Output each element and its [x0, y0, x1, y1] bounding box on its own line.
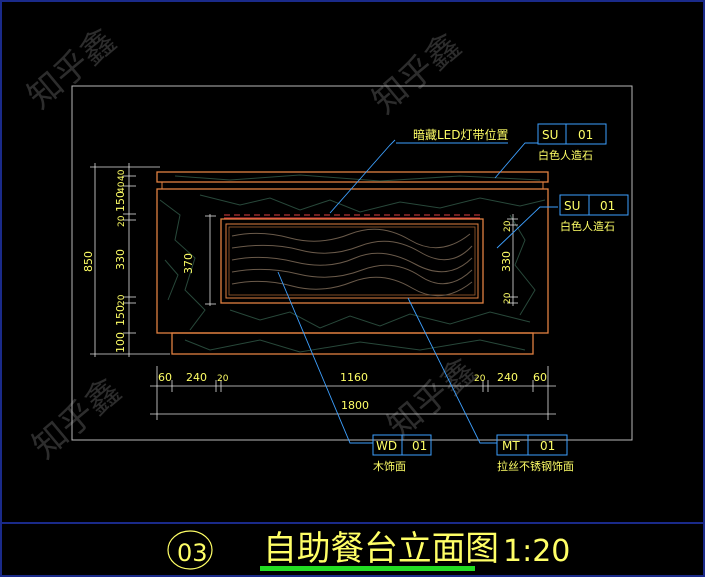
watermark-text: 知乎鑫: [380, 351, 484, 447]
dim-bottom-1160: 1160: [340, 371, 368, 384]
dim-left-20b: 20: [117, 294, 127, 306]
tag-box: [496, 434, 568, 456]
wood-panel: [225, 223, 479, 299]
tag-code: WD: [376, 439, 397, 453]
dim-right-330: 330: [500, 251, 513, 272]
leader-wd: [277, 271, 373, 444]
leader-mt: [407, 297, 497, 444]
tag-box: [537, 123, 607, 145]
title-block: 03 自助餐台立面图 1:20: [167, 529, 570, 571]
dim-bottom-240b: 240: [497, 371, 518, 384]
dim-bottom-60b: 60: [533, 371, 547, 384]
dimension-text: 850 40 40 150 20 330 20 150 100 370 20 3…: [82, 169, 547, 412]
material-tag-su-side: SU 01 白色人造石: [559, 194, 629, 233]
material-tag-su-top: SU 01 白色人造石: [537, 123, 607, 162]
drawing-number: 03: [177, 539, 208, 567]
watermark-text: 知乎鑫: [365, 26, 469, 122]
dim-left-100: 100: [114, 332, 127, 353]
led-strip-label: 暗藏LED灯带位置: [413, 127, 509, 142]
tag-description: 拉丝不锈钢饰面: [497, 459, 574, 473]
inner-panel-frame: [220, 218, 484, 304]
tag-description: 木饰面: [373, 459, 406, 473]
tag-box: [559, 194, 629, 216]
wood-grain-line: [231, 276, 473, 297]
tag-description: 白色人造石: [538, 148, 593, 162]
leader-lines: [277, 139, 558, 444]
dim-bottom-240a: 240: [186, 371, 207, 384]
wood-grain-line: [231, 240, 473, 261]
dim-total-height: 850: [82, 251, 95, 272]
stone-vein: [509, 214, 536, 316]
watermarks: 知乎鑫 知乎鑫 知乎鑫 知乎鑫: [20, 21, 484, 467]
stone-vein: [159, 199, 206, 331]
cabinet-plinth: [171, 332, 534, 355]
dim-bottom-60a: 60: [158, 371, 172, 384]
dim-left-20a: 20: [117, 215, 127, 227]
drawing-title: 自助餐台立面图: [263, 529, 499, 569]
led-strip: [224, 214, 480, 219]
stone-vein: [174, 174, 541, 182]
dim-left-150a: 150: [114, 191, 127, 212]
dim-left-150b: 150: [114, 305, 127, 326]
dim-left-40b: 40: [117, 181, 127, 193]
dim-bottom-20b: 20: [474, 374, 486, 384]
watermark-text: 知乎鑫: [25, 371, 129, 467]
drawing-scale: 1:20: [503, 534, 570, 569]
tag-number: 01: [600, 199, 615, 213]
tag-number: 01: [412, 439, 427, 453]
tag-code: SU: [564, 199, 580, 213]
dim-inner-370: 370: [182, 253, 195, 274]
tag-number: 01: [540, 439, 555, 453]
dim-total-width: 1800: [341, 399, 369, 412]
dim-right-20a: 20: [503, 220, 513, 232]
dim-right-20b: 20: [503, 292, 513, 304]
leader-su-top: [494, 142, 538, 179]
stone-vein: [184, 339, 526, 353]
tag-description: 白色人造石: [560, 219, 615, 233]
cabinet-body: [156, 188, 549, 334]
stone-vein: [229, 309, 531, 329]
leader-led: [329, 139, 396, 214]
tag-code: MT: [502, 439, 520, 453]
wood-grain-line: [231, 228, 471, 249]
drawing-number-circle: [167, 530, 213, 570]
dim-bottom-20a: 20: [217, 374, 229, 384]
stone-veining: [159, 174, 546, 353]
dimension-lines: [90, 163, 556, 420]
room-outline: [71, 85, 633, 441]
dim-left-40a: 40: [117, 169, 127, 181]
wood-grain-line: [231, 264, 473, 285]
wood-panel-inner: [228, 226, 476, 296]
leader-su-side: [496, 206, 558, 249]
material-tag-mt: MT 01 拉丝不锈钢饰面: [496, 434, 574, 473]
stone-vein: [199, 194, 546, 213]
tag-code: SU: [542, 128, 558, 142]
material-tag-wd: WD 01 木饰面: [372, 434, 432, 473]
dim-left-330: 330: [114, 249, 127, 270]
tag-number: 01: [578, 128, 593, 142]
wood-grain-line: [231, 252, 473, 273]
wood-grain: [231, 228, 473, 297]
title-underline: [260, 566, 475, 571]
stone-vein: [164, 259, 179, 301]
